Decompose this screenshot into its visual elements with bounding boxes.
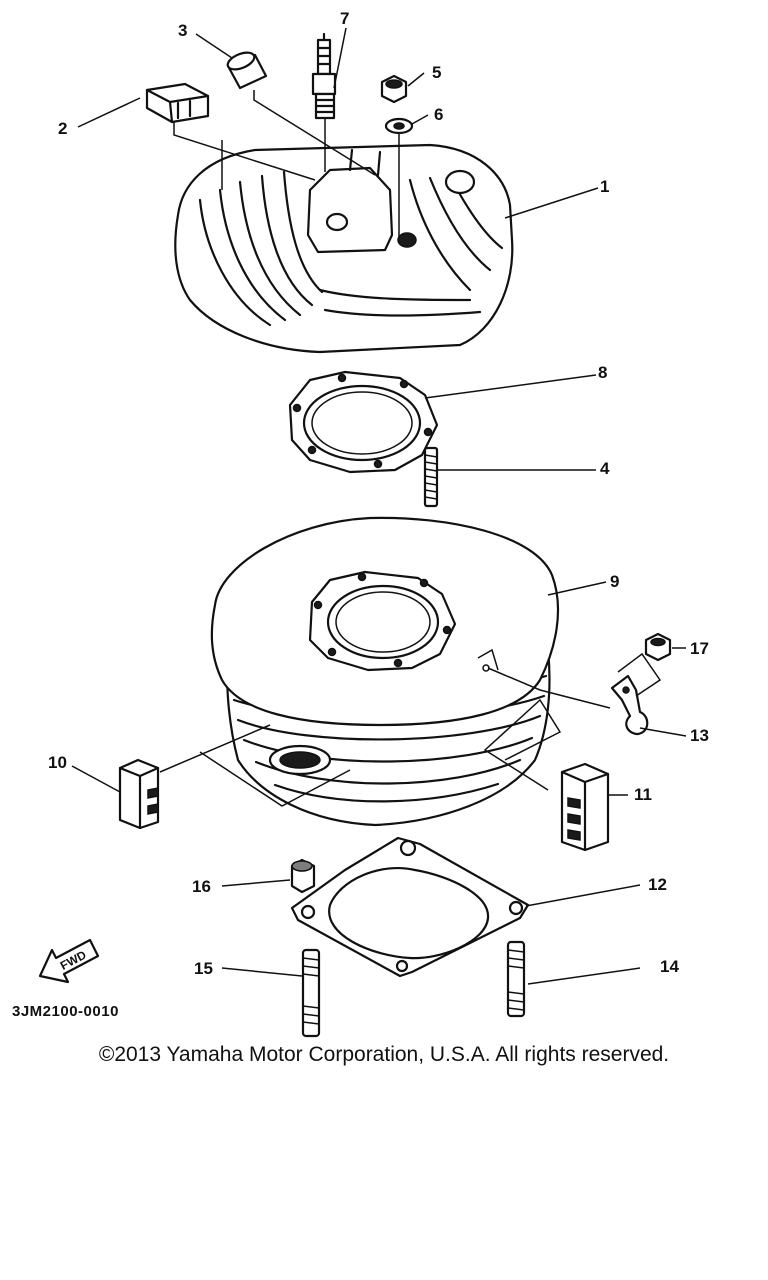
cap-part-3 (226, 51, 268, 90)
callout-4: 4 (600, 459, 610, 478)
assembly-lines-cylinder (159, 652, 662, 807)
callout-16: 16 (192, 877, 211, 896)
callout-2: 2 (58, 119, 67, 138)
callout-7: 7 (340, 9, 349, 28)
base-gasket-part-12 (290, 836, 530, 978)
callout-10: 10 (48, 753, 67, 772)
callout-11: 11 (634, 785, 652, 804)
callout-1: 1 (600, 177, 609, 196)
callout-6: 6 (434, 105, 443, 124)
cylinder-head (174, 143, 514, 354)
damper-part-2 (145, 82, 210, 124)
copyright-notice: ©2013 Yamaha Motor Corporation, U.S.A. A… (98, 1043, 670, 1066)
leader-lines (71, 27, 687, 985)
washer-part-6 (384, 117, 414, 135)
clamp-part-13 (610, 674, 649, 736)
fwd-arrow-icon: FWD (38, 938, 100, 984)
nut-part-17 (644, 632, 672, 662)
callout-13: 13 (690, 726, 709, 745)
nut-part-16 (290, 858, 316, 894)
callout-8: 8 (598, 363, 607, 382)
diagram-canvas: FWD 1 2 3 4 5 6 7 8 9 (12, 9, 709, 1038)
diagram-code: 3JM2100-0010 (12, 1003, 119, 1020)
callout-17: 17 (690, 639, 709, 658)
callout-9: 9 (610, 572, 619, 591)
callout-15: 15 (194, 959, 213, 978)
callout-5: 5 (432, 63, 441, 82)
callout-3: 3 (178, 21, 187, 40)
nut-part-5 (380, 74, 408, 104)
stud-part-15 (301, 948, 321, 1038)
head-gasket-part-8 (288, 370, 439, 474)
cylinder-part-9 (210, 516, 560, 827)
damper-part-10 (118, 758, 160, 830)
stud-part-14 (506, 940, 526, 1018)
callout-labels: 1 2 3 4 5 6 7 8 9 10 11 12 13 14 15 16 1… (48, 9, 709, 978)
assembly-lines-head (173, 90, 400, 238)
stud-part-4 (423, 446, 439, 508)
callout-12: 12 (648, 875, 667, 894)
damper-part-11 (560, 762, 610, 852)
callout-14: 14 (660, 957, 679, 976)
spark-plug-part-7 (311, 32, 337, 120)
